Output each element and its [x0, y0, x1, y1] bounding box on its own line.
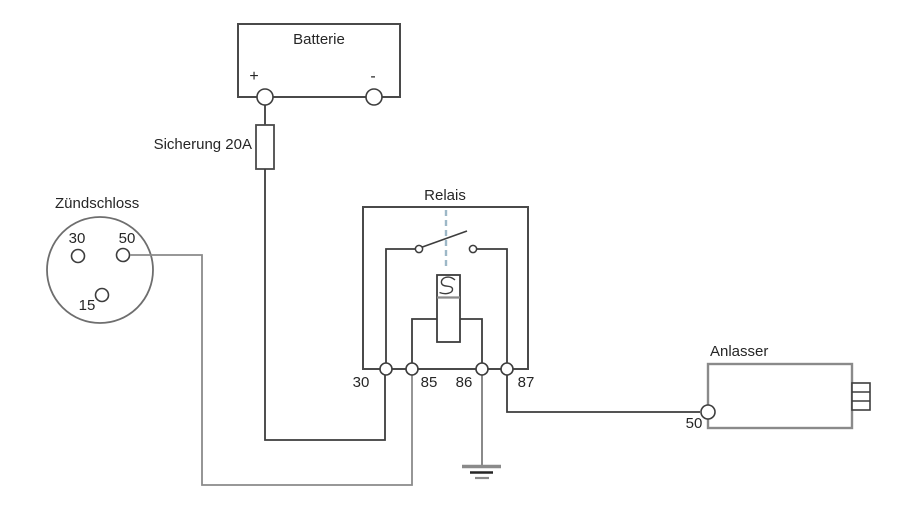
ignition-terminal-15-circle — [94, 287, 110, 303]
fuse-symbol — [255, 124, 275, 170]
relay-terminal-86-label: 86 — [455, 374, 473, 391]
relay-coil-symbol — [436, 274, 461, 343]
wire-relay-87-to-starter-50 — [506, 375, 700, 413]
relay-wire-coil-to-86 — [460, 318, 483, 363]
battery-box — [237, 23, 401, 98]
relay-wire-30-to-contact — [385, 248, 415, 363]
battery-terminal-negative-circle — [365, 88, 383, 106]
relay-terminal-86-circle — [475, 362, 489, 376]
relay-terminal-87-label: 87 — [517, 374, 535, 391]
ignition-terminal-15-label: 15 — [78, 297, 96, 314]
relay-terminal-85-circle — [405, 362, 419, 376]
relay-switch-arm — [420, 230, 468, 249]
relay-terminal-87-circle — [500, 362, 514, 376]
battery-terminal-positive-circle — [256, 88, 274, 106]
ignition-lock-body — [46, 216, 154, 324]
ignition-terminal-50-circle — [115, 247, 131, 263]
battery-label: Batterie — [293, 31, 345, 48]
ground-symbol — [462, 464, 501, 480]
relay-contact-left-circle — [414, 244, 424, 254]
relay-coil-winding-squiggle — [439, 276, 456, 295]
starter-label: Anlasser — [710, 343, 769, 360]
ignition-lock-label: Zündschloss — [55, 195, 140, 212]
starter-terminal-50-circle — [700, 404, 716, 420]
wire-fuse-to-relay-30 — [264, 169, 386, 441]
ignition-terminal-30-circle — [70, 248, 86, 264]
starter-terminal-50-label: 50 — [685, 415, 703, 432]
relay-terminal-30-circle — [379, 362, 393, 376]
starter-connector-pins — [851, 382, 871, 411]
relay-terminal-85-label: 85 — [420, 374, 438, 391]
relay-terminal-30-label: 30 — [352, 374, 370, 391]
relay-wire-contact-to-87 — [477, 248, 508, 363]
battery-plus-label: + — [249, 68, 259, 85]
relay-label: Relais — [424, 187, 466, 204]
starter-box — [706, 362, 854, 430]
wire-ignition-50-to-relay-85 — [130, 254, 413, 486]
relay-wire-85-to-coil — [411, 318, 437, 363]
relay-contact-right-circle — [468, 244, 478, 254]
ignition-terminal-50-label: 50 — [118, 230, 136, 247]
relay-box — [362, 206, 529, 370]
battery-minus-label: - — [370, 68, 376, 85]
fuse-label: Sicherung 20A — [153, 136, 252, 153]
ignition-terminal-30-label: 30 — [68, 230, 86, 247]
